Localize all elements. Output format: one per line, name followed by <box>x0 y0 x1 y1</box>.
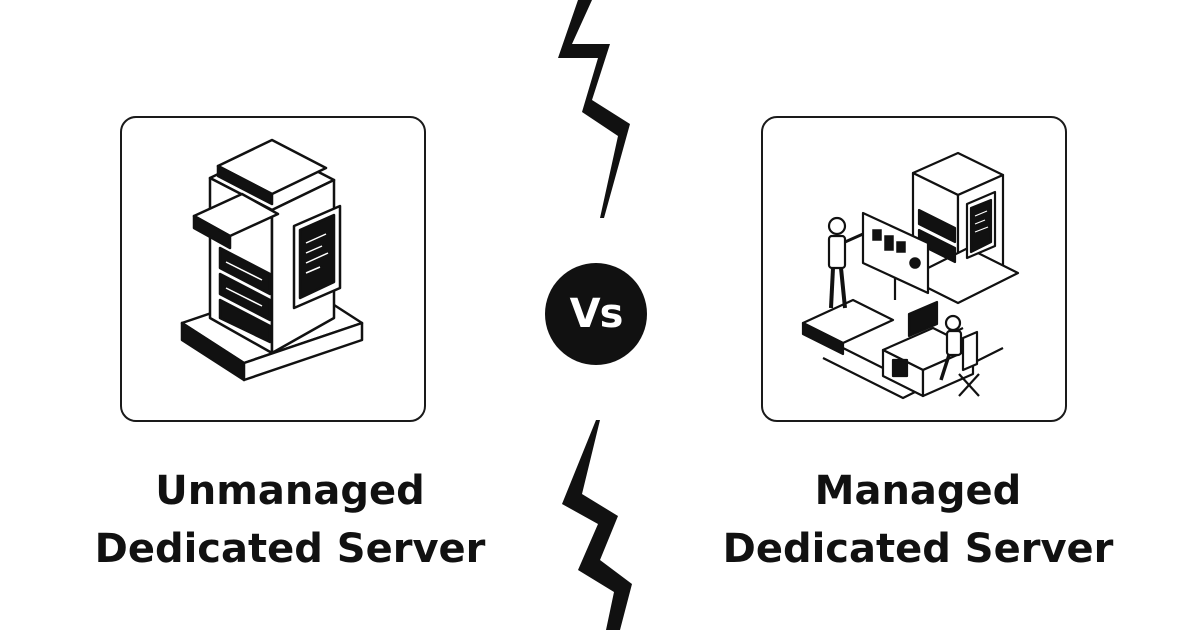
vs-label: Vs <box>569 291 624 337</box>
unmanaged-server-card <box>120 116 426 422</box>
unmanaged-title-line1: Unmanaged <box>155 468 425 514</box>
vs-badge: Vs <box>545 263 647 365</box>
lightning-bolt-top-icon <box>558 0 630 218</box>
managed-title-line1: Managed <box>814 468 1022 514</box>
unmanaged-title-line2: Dedicated Server <box>94 526 486 572</box>
server-rack-icon <box>180 138 364 382</box>
managed-title-line2: Dedicated Server <box>722 526 1114 572</box>
managed-caption: Managed Dedicated Server <box>668 462 1168 578</box>
lightning-bolt-bottom-icon <box>562 420 632 630</box>
unmanaged-caption: Unmanaged Dedicated Server <box>40 462 540 578</box>
managed-server-card <box>761 116 1067 422</box>
managed-server-team-icon <box>801 151 1020 400</box>
